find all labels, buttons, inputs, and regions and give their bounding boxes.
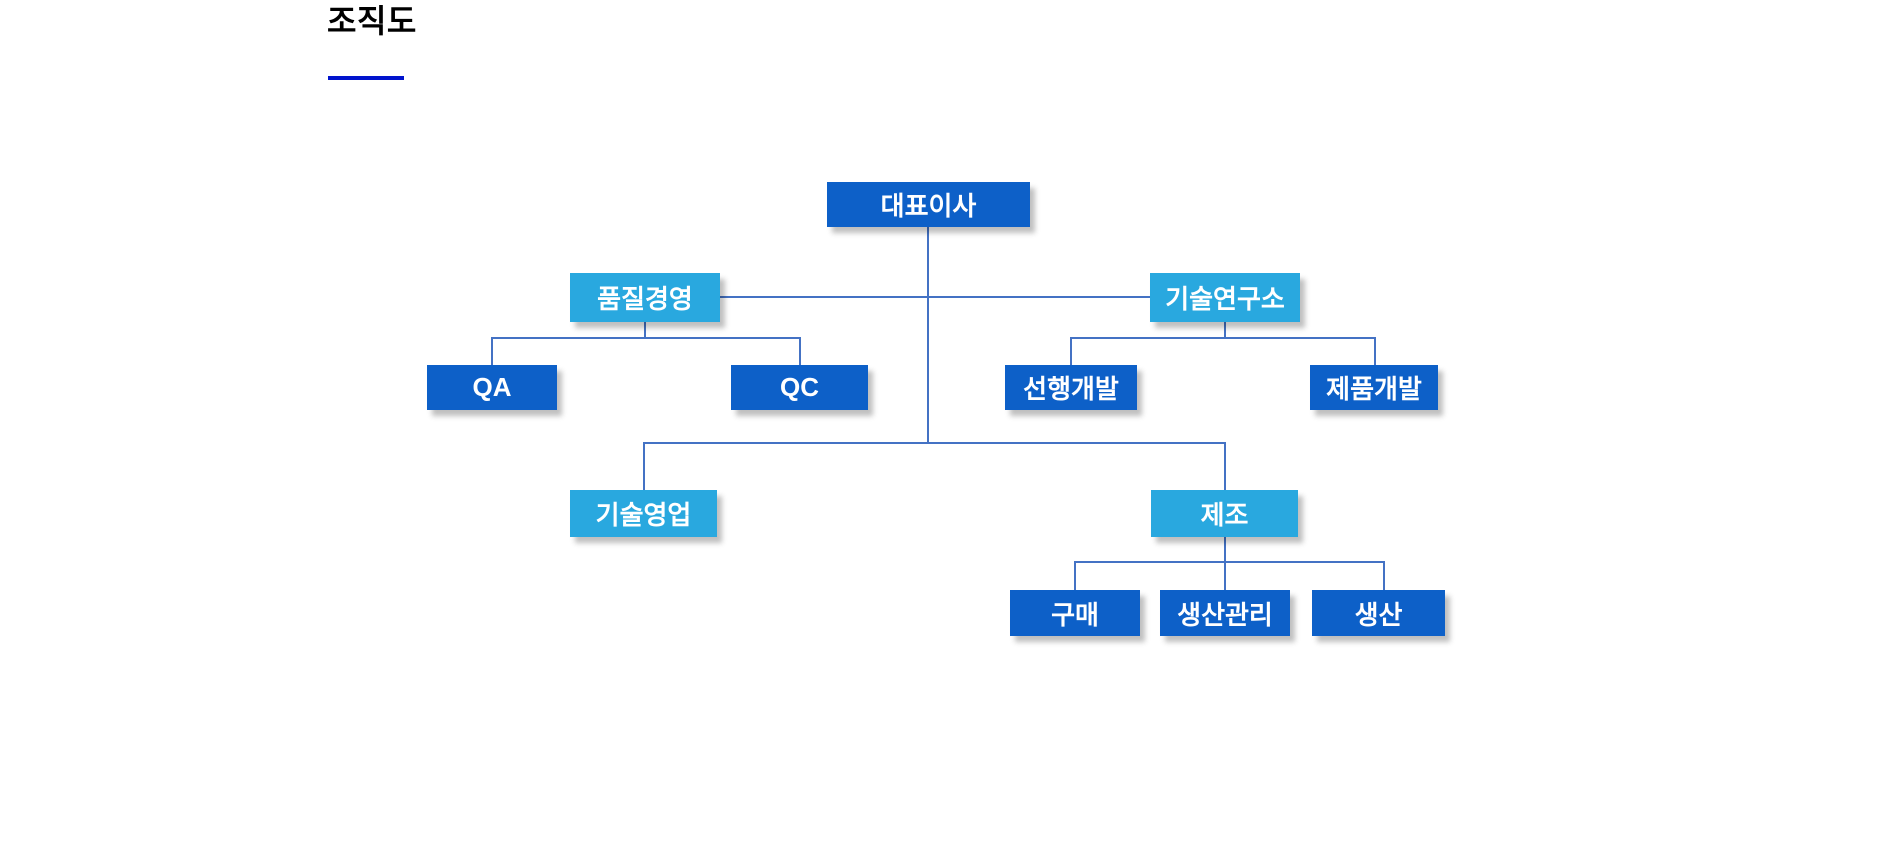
org-node-qa-label: QA (472, 372, 512, 402)
connector-line-mfg-children (1074, 561, 1385, 563)
connector-line-production-drop (1383, 561, 1385, 590)
org-node-tech-sales-label: 기술영업 (595, 500, 692, 530)
connector-line-qa-drop (491, 337, 493, 365)
org-node-ceo: 대표이사 (827, 182, 1030, 227)
connector-line-advdev-drop (1070, 337, 1072, 365)
connector-line-proddev-drop (1374, 337, 1376, 365)
org-node-qa: QA (427, 365, 557, 410)
connector-line-purchasing-drop (1074, 561, 1076, 590)
connector-line-quality-children (491, 337, 801, 339)
org-node-ceo-label: 대표이사 (880, 191, 977, 221)
org-node-mfg: 제조 (1151, 490, 1298, 537)
title-underline (328, 76, 404, 80)
connector-line-rnd-drop (1224, 322, 1226, 339)
org-node-purchasing: 구매 (1010, 590, 1140, 636)
org-node-mfg-label: 제조 (1200, 500, 1249, 530)
connector-line-qc-drop (799, 337, 801, 365)
org-node-rnd: 기술연구소 (1150, 273, 1300, 322)
org-node-prod-dev-label: 제품개발 (1326, 374, 1422, 404)
org-node-production: 생산 (1312, 590, 1445, 636)
connector-line-quality-drop (644, 322, 646, 339)
org-node-tech-sales: 기술영업 (570, 490, 717, 537)
org-node-rnd-label: 기술연구소 (1165, 284, 1285, 314)
org-node-prod-dev: 제품개발 (1310, 365, 1438, 410)
org-node-production-label: 생산 (1354, 599, 1403, 630)
connector-line-mfg-drop (1224, 442, 1226, 491)
connector-line-rnd-children (1070, 337, 1376, 339)
org-node-prod-mgmt: 생산관리 (1160, 590, 1290, 636)
org-node-adv-dev-label: 선행개발 (1023, 374, 1119, 404)
org-node-qc: QC (731, 365, 868, 410)
org-node-purchasing-label: 구매 (1051, 599, 1099, 630)
org-node-quality-label: 품질경영 (597, 284, 693, 314)
connector-line-level2-horizontal (720, 296, 1150, 298)
org-node-quality: 품질경영 (570, 273, 720, 322)
connector-line-ceo-trunk (927, 227, 929, 443)
org-node-adv-dev: 선행개발 (1005, 365, 1137, 410)
connector-line-mfg-trunk (1224, 537, 1226, 590)
page-title: 조직도 (327, 3, 417, 39)
org-node-prod-mgmt-label: 생산관리 (1177, 599, 1273, 630)
connector-line-techsales-drop (643, 442, 645, 491)
org-node-qc-label: QC (780, 372, 819, 402)
connector-line-level3-horizontal (643, 442, 1226, 444)
